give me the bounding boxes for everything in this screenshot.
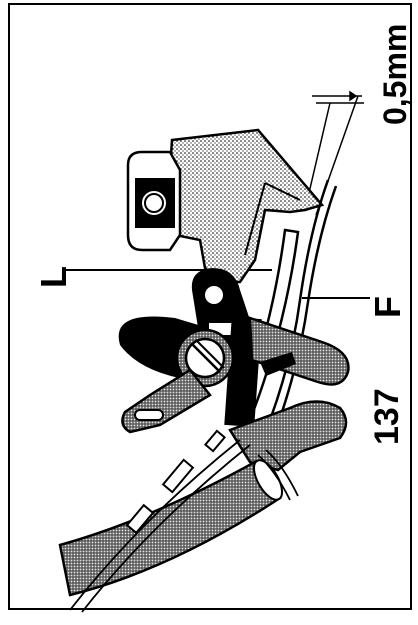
frame-border <box>8 3 412 610</box>
label-dimension: 0,5mm <box>377 24 413 125</box>
label-f: F <box>367 296 408 318</box>
cable <box>58 459 283 597</box>
upper-block <box>166 128 325 284</box>
left-arm <box>121 368 212 434</box>
part-137 <box>228 400 348 472</box>
label-l: L <box>33 266 74 288</box>
label-137: 137 <box>368 388 406 445</box>
black-stub <box>260 352 296 376</box>
wire-sleeves <box>125 429 227 535</box>
right-arm <box>248 316 350 386</box>
wires <box>69 439 299 613</box>
spring-strip-f <box>268 179 338 425</box>
upper-clamp <box>126 150 182 252</box>
